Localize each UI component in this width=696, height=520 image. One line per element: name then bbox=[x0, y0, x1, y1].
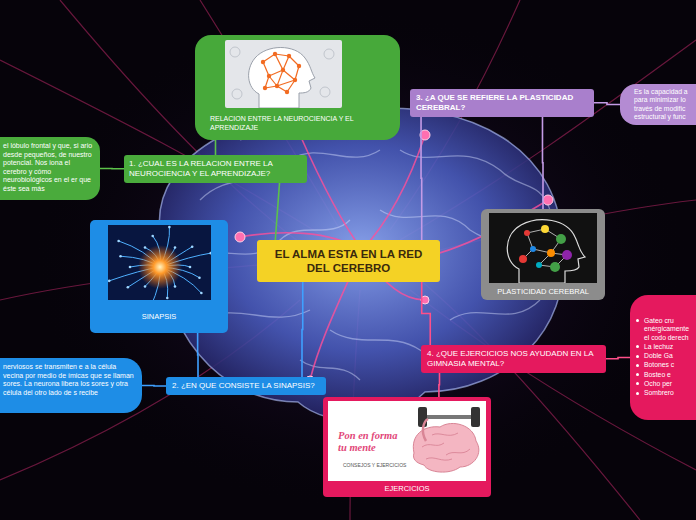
node-text: nerviosos se transmiten e a la célula ve… bbox=[3, 363, 134, 397]
list-item: Gateo cru enérgicamente el codo derech bbox=[644, 317, 694, 342]
answer-box: nerviosos se transmiten e a la célula ve… bbox=[0, 358, 142, 413]
node-illustration bbox=[225, 40, 342, 108]
branch-connector bbox=[438, 373, 440, 398]
branch-connector bbox=[542, 117, 544, 210]
node-text: Es la capacidad a para minimizar lo trav… bbox=[634, 88, 694, 121]
branch-connector bbox=[301, 282, 303, 377]
branch-connector bbox=[420, 117, 422, 241]
node-text: SINAPSIS bbox=[96, 312, 222, 321]
node-illustration bbox=[489, 213, 597, 283]
branch-connector bbox=[594, 103, 620, 105]
node-text: PLASTICIDAD CEREBRAL bbox=[485, 287, 601, 296]
node-illustration bbox=[108, 225, 211, 300]
list-item: La lechuz bbox=[644, 343, 694, 351]
question-box: 3. ¿A QUE SE REFIERE LA PLASTICIDAD CERE… bbox=[410, 89, 594, 117]
node-text: 4. ¿QUE EJERCICIOS NOS AYUDADN EN LA GIM… bbox=[427, 349, 600, 369]
list-item: Ocho per bbox=[644, 380, 694, 388]
answer-box: Es la capacidad a para minimizar lo trav… bbox=[620, 84, 696, 125]
image-card: RELACION ENTRE LA NEUROCIENCIA Y EL APRE… bbox=[195, 35, 400, 140]
list-item: Doble Ga bbox=[644, 352, 694, 360]
answer-box: el lóbulo frontal y que, si ario desde p… bbox=[0, 137, 100, 200]
branch-connector bbox=[215, 140, 217, 155]
question-box: 4. ¿QUE EJERCICIOS NOS AYUDADN EN LA GIM… bbox=[421, 345, 606, 373]
image-card: SINAPSIS bbox=[90, 220, 228, 333]
node-text: 2. ¿EN QUE CONSISTE LA SINAPSIS? bbox=[172, 381, 320, 391]
image-subtitle: CONSEJOS Y EJERCICIOS bbox=[343, 463, 415, 469]
branch-connector bbox=[142, 385, 166, 387]
question-box: 2. ¿EN QUE CONSISTE LA SINAPSIS? bbox=[166, 377, 326, 395]
branch-connector bbox=[275, 183, 279, 241]
question-box: 1. ¿CUAL ES LA RELACION ENTRE LA NEUROCI… bbox=[124, 155, 307, 183]
node-text: EL ALMA ESTA EN LA RED DEL CEREBRO bbox=[263, 247, 434, 275]
branch-connector bbox=[422, 282, 431, 345]
node-text: el lóbulo frontal y que, si ario desde p… bbox=[3, 142, 94, 193]
branch-connector bbox=[197, 333, 199, 377]
node-text: EJERCICIOS bbox=[327, 484, 487, 493]
list-item: Botones c bbox=[644, 361, 694, 369]
node-text: 1. ¿CUAL ES LA RELACION ENTRE LA NEUROCI… bbox=[129, 159, 302, 179]
branch-connector bbox=[606, 358, 630, 359]
list-item: Sombrero bbox=[644, 389, 694, 397]
central-topic: EL ALMA ESTA EN LA RED DEL CEREBRO bbox=[257, 240, 440, 282]
branch-connector bbox=[100, 168, 124, 170]
image-card: PLASTICIDAD CEREBRAL bbox=[481, 209, 605, 300]
image-title: Pon en forma tu mente bbox=[338, 430, 404, 453]
list-item: Bosteo e bbox=[644, 371, 694, 379]
node-text: RELACION ENTRE LA NEUROCIENCIA Y EL APRE… bbox=[210, 115, 390, 132]
node-text: 3. ¿A QUE SE REFIERE LA PLASTICIDAD CERE… bbox=[416, 93, 588, 113]
exercise-list: Gateo cru enérgicamente el codo derechLa… bbox=[630, 295, 696, 420]
